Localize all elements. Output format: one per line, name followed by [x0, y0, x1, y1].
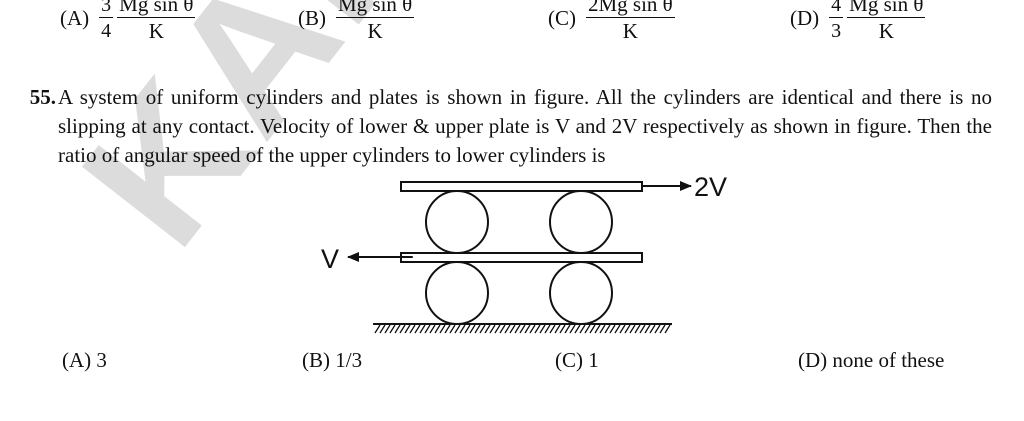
- answer-option-a[interactable]: (A) 3: [62, 348, 107, 373]
- question-number: 55.: [29, 85, 56, 109]
- coefficient-fraction: 3 4: [99, 0, 114, 41]
- option-text: 1: [588, 348, 599, 372]
- option-text: 1/3: [335, 348, 363, 372]
- upper-velocity-label: 2V: [694, 172, 727, 202]
- coefficient-fraction: 4 3: [829, 0, 844, 41]
- answer-option-d[interactable]: (D) none of these: [798, 348, 944, 373]
- question-text: A system of uniform cylinders and plates…: [58, 85, 992, 167]
- formula-fraction: Mg sin θ K: [847, 0, 926, 42]
- answer-option-c[interactable]: (C) 1: [555, 348, 599, 373]
- prev-option-a: (A) 3 4 Mg sin θ K: [60, 0, 196, 42]
- option-label: (D): [798, 348, 828, 372]
- option-text: none of these: [832, 348, 945, 372]
- prev-option-c: (C) 2Mg sin θ K: [548, 0, 675, 42]
- lower-cylinder-left: [425, 261, 489, 325]
- prev-option-b: (B) Mg sin θ K: [298, 0, 415, 42]
- lower-velocity-label: V: [321, 244, 339, 274]
- prev-option-d: (D) 4 3 Mg sin θ K: [790, 0, 926, 42]
- option-label: (B): [298, 5, 326, 30]
- option-label: (A): [60, 5, 90, 30]
- option-text: 3: [96, 348, 107, 372]
- option-label: (C): [555, 348, 583, 372]
- upper-cylinder-right: [549, 190, 613, 254]
- formula-fraction: Mg sin θ K: [117, 0, 196, 42]
- option-label: (C): [548, 5, 576, 30]
- formula-fraction: 2Mg sin θ K: [586, 0, 675, 42]
- lower-plate: [400, 252, 643, 263]
- option-label: (B): [302, 348, 330, 372]
- ground-hatching: [374, 324, 671, 334]
- upper-cylinder-left: [425, 190, 489, 254]
- upper-plate: [400, 181, 643, 192]
- formula-fraction: Mg sin θ K: [336, 0, 415, 42]
- option-label: (A): [62, 348, 92, 372]
- answer-option-b[interactable]: (B) 1/3: [302, 348, 362, 373]
- lower-cylinder-right: [549, 261, 613, 325]
- option-label: (D): [790, 5, 820, 30]
